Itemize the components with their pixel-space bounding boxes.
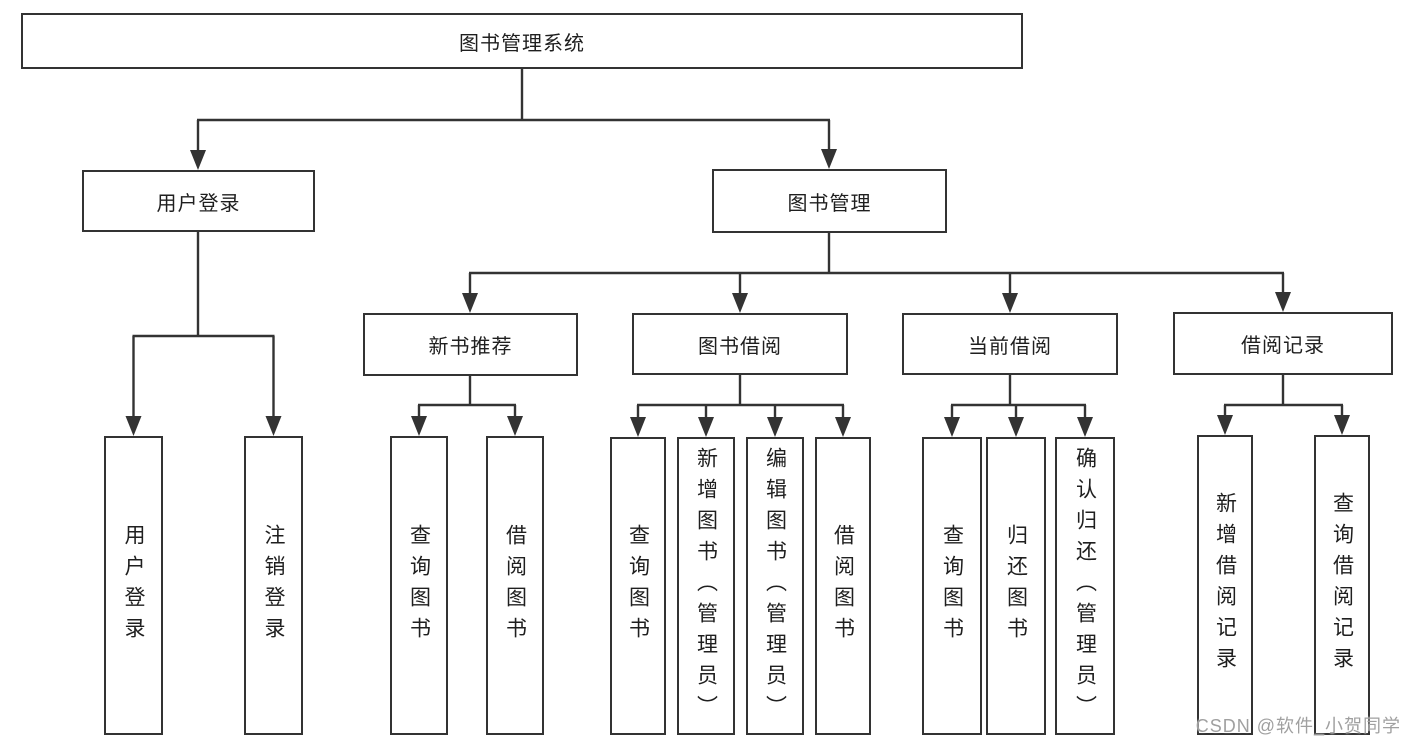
node-label: 新增图书（管理员） bbox=[694, 446, 718, 726]
node-label: 借阅记录 bbox=[1241, 335, 1325, 357]
leaf-query-borrow-record: 查询借阅记录 bbox=[1314, 435, 1370, 735]
node-label: 图书管理 bbox=[787, 192, 872, 215]
node-label: 查询图书 bbox=[407, 523, 431, 648]
node-label: 当前借阅 bbox=[968, 335, 1052, 358]
node-label: 编辑图书（管理员） bbox=[763, 446, 787, 726]
leaf-query-books-borrow: 查询图书 bbox=[610, 437, 666, 735]
leaf-add-borrow-record: 新增借阅记录 bbox=[1197, 435, 1253, 735]
leaf-confirm-return-admin: 确认归还（管理员） bbox=[1055, 437, 1115, 735]
leaf-query-books-current: 查询图书 bbox=[922, 437, 982, 735]
node-root: 图书管理系统 bbox=[21, 13, 1023, 69]
node-borrow-records: 借阅记录 bbox=[1173, 312, 1393, 375]
node-label: 用户登录 bbox=[156, 192, 241, 215]
node-book-borrow: 图书借阅 bbox=[632, 313, 848, 375]
node-label: 归还图书 bbox=[1004, 524, 1028, 648]
node-label: 查询图书 bbox=[626, 524, 650, 648]
node-label: 确认归还（管理员） bbox=[1073, 446, 1097, 726]
node-current-borrow: 当前借阅 bbox=[902, 313, 1118, 375]
node-label: 新书推荐 bbox=[428, 336, 513, 358]
node-label: 借阅图书 bbox=[503, 523, 527, 648]
node-label: 注销登录 bbox=[262, 523, 285, 648]
leaf-user-login: 用户登录 bbox=[104, 436, 163, 735]
leaf-return-book: 归还图书 bbox=[986, 437, 1046, 735]
node-user-login: 用户登录 bbox=[82, 170, 315, 232]
leaf-add-book-admin: 新增图书（管理员） bbox=[677, 437, 735, 735]
node-label: 查询借阅记录 bbox=[1330, 492, 1354, 678]
node-label: 借阅图书 bbox=[831, 524, 855, 648]
leaf-borrow-books: 借阅图书 bbox=[815, 437, 871, 735]
node-label: 查询图书 bbox=[940, 524, 964, 648]
node-label: 图书管理系统 bbox=[459, 32, 585, 55]
leaf-edit-book-admin: 编辑图书（管理员） bbox=[746, 437, 804, 735]
node-book-management: 图书管理 bbox=[712, 169, 947, 233]
node-label: 用户登录 bbox=[122, 523, 145, 648]
node-new-book-recommend: 新书推荐 bbox=[363, 313, 578, 376]
leaf-query-books-recommend: 查询图书 bbox=[390, 436, 448, 735]
leaf-borrow-books-recommend: 借阅图书 bbox=[486, 436, 544, 735]
node-label: 新增借阅记录 bbox=[1213, 492, 1237, 678]
node-label: 图书借阅 bbox=[698, 335, 782, 358]
watermark-text: CSDN @软件_小贺同学 bbox=[1195, 716, 1401, 736]
leaf-logout: 注销登录 bbox=[244, 436, 303, 735]
